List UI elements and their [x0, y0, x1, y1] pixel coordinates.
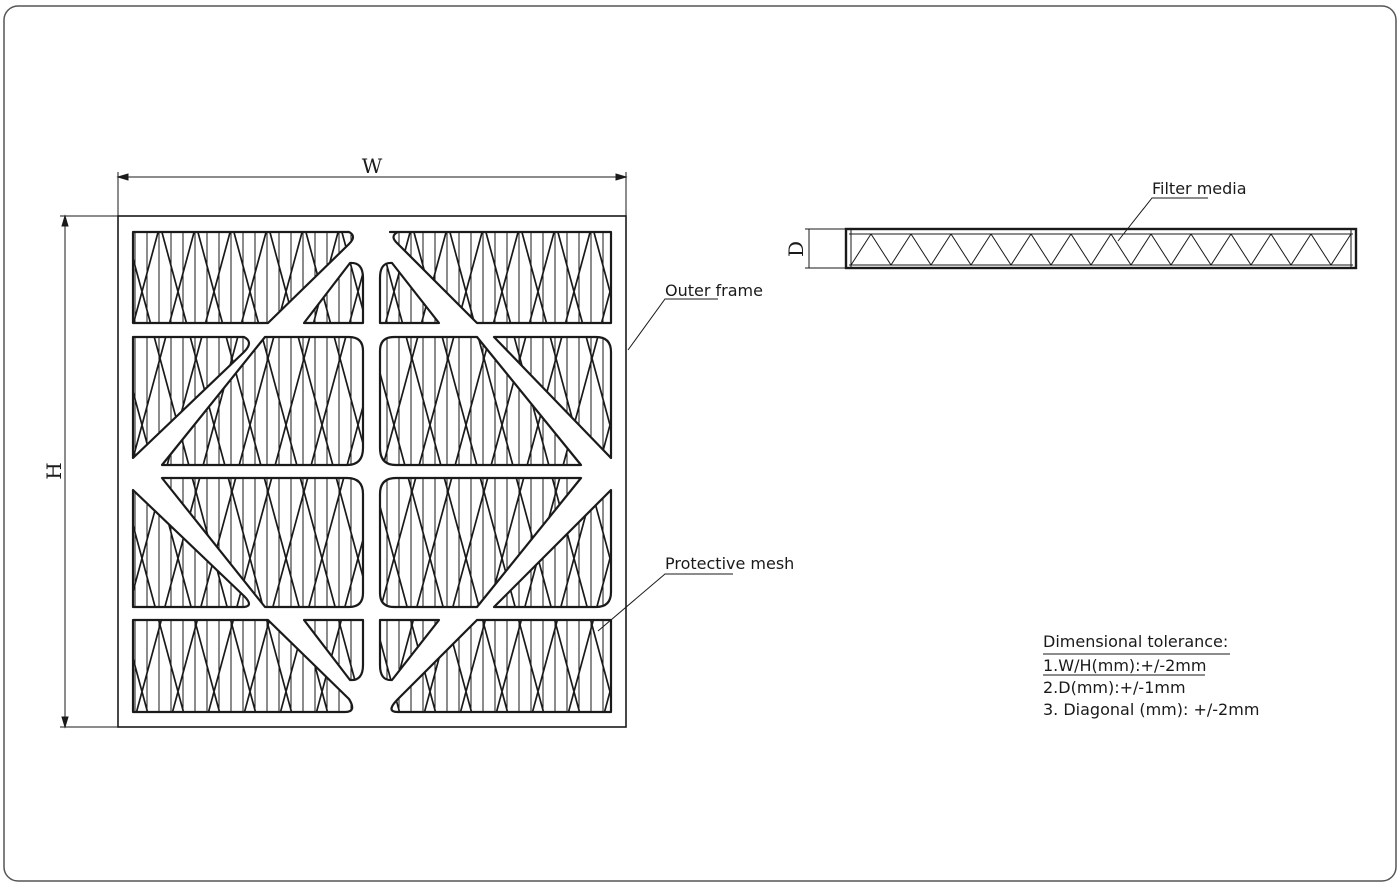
- tolerance-heading: Dimensional tolerance:: [1043, 632, 1228, 651]
- filter-media: [850, 234, 1352, 265]
- mesh-panel: [378, 618, 441, 682]
- filter-media-pleats: [850, 234, 1352, 265]
- mesh-panel: [131, 488, 251, 609]
- mesh-panel: [390, 618, 613, 714]
- mesh-panel: [302, 261, 365, 325]
- filter-media-label: Filter media: [1152, 179, 1247, 198]
- mesh-panels: [131, 230, 613, 714]
- tolerance-note: Dimensional tolerance: 1.W/H(mm):+/-2mm …: [1043, 632, 1259, 719]
- depth-label: D: [784, 241, 808, 257]
- protective-mesh-label: Protective mesh: [665, 554, 794, 573]
- outer-frame: [117, 215, 627, 728]
- filter-media-leader: [1117, 197, 1208, 242]
- mesh-panel: [492, 335, 613, 460]
- mesh-panel: [378, 476, 583, 609]
- mesh-panel: [378, 261, 441, 325]
- tolerance-item-3: 3. Diagonal (mm): +/-2mm: [1043, 700, 1259, 719]
- mesh-panel: [160, 476, 365, 609]
- depth-dimension: [805, 228, 846, 269]
- protective-mesh: [133, 232, 611, 712]
- mesh-panel: [131, 230, 355, 325]
- mesh-panel: [378, 335, 583, 467]
- outer-frame-label: Outer frame: [665, 281, 763, 300]
- side-view: [844, 227, 1358, 270]
- width-label: W: [362, 154, 383, 178]
- height-label: H: [42, 462, 66, 479]
- mesh-panel: [388, 230, 613, 325]
- side-frame: [844, 227, 1358, 270]
- tolerance-item-2: 2.D(mm):+/-1mm: [1043, 678, 1186, 697]
- mesh-panel: [131, 618, 354, 714]
- protective-mesh-leader: [597, 573, 733, 632]
- mesh-panel: [131, 335, 251, 460]
- front-view: [117, 215, 627, 728]
- sheet-border: [3, 5, 1397, 882]
- outer-frame-leader: [627, 298, 718, 351]
- tolerance-item-1: 1.W/H(mm):+/-2mm: [1043, 656, 1206, 675]
- width-dimension: [116, 172, 628, 216]
- mesh-panel: [492, 488, 613, 609]
- height-dimension: [60, 214, 118, 729]
